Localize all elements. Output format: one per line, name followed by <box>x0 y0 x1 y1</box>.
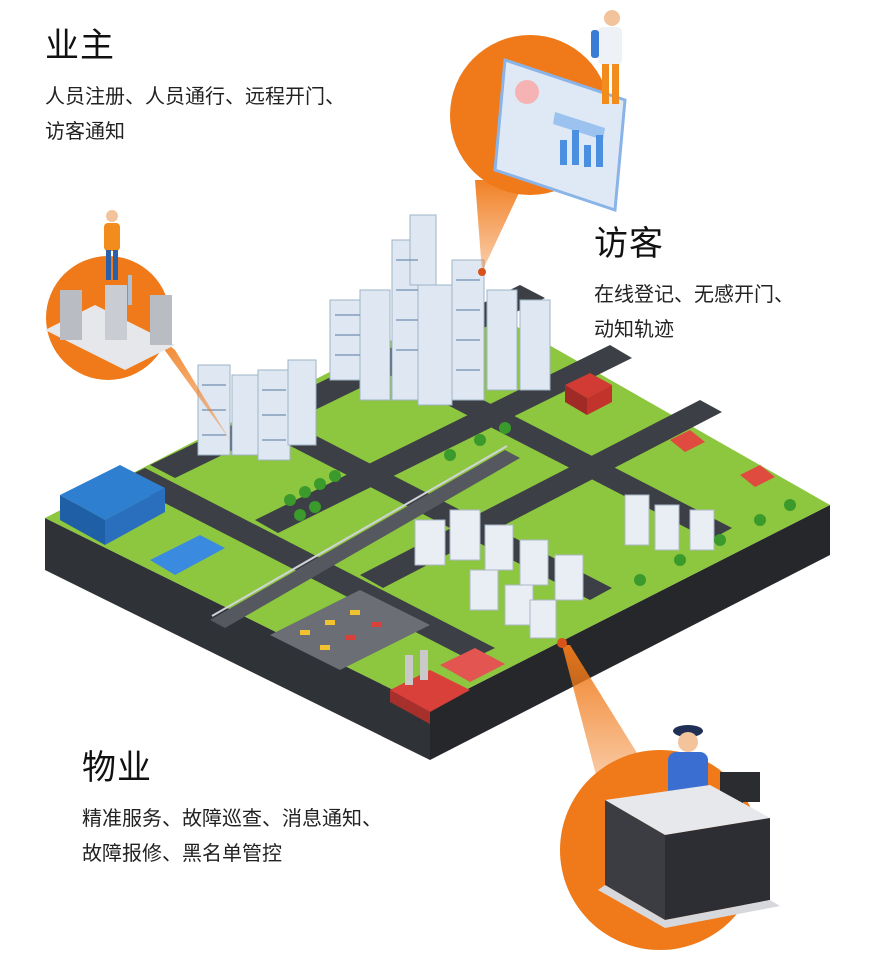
visitor-description-line-1: 在线登记、无感开门、 <box>594 282 794 307</box>
property-description-line-1: 精准服务、故障巡查、消息通知、 <box>82 806 382 831</box>
visitor-description-line-2: 动知轨迹 <box>594 317 674 342</box>
owner-description-line-1: 人员注册、人员通行、远程开门、 <box>45 84 345 109</box>
owner-section: 业主 人员注册、人员通行、远程开门、 访客通知 <box>45 26 465 149</box>
visitor-title: 访客 <box>594 224 664 264</box>
property-title: 物业 <box>82 748 152 788</box>
security-guard-desk-icon <box>598 725 780 928</box>
visitor-section: 访客 在线登记、无感开门、 动知轨迹 <box>594 224 864 347</box>
property-description: 精准服务、故障巡查、消息通知、 故障报修、黑名单管控 <box>82 801 502 871</box>
visitor-callout <box>450 10 627 276</box>
guard-callout <box>557 638 780 950</box>
visitor-screen-icon <box>493 10 627 213</box>
owner-title: 业主 <box>45 26 115 66</box>
owner-description: 人员注册、人员通行、远程开门、 访客通知 <box>45 79 465 149</box>
turnstile-gate-icon <box>45 210 175 370</box>
turnstile-callout <box>45 210 230 440</box>
visitor-description: 在线登记、无感开门、 动知轨迹 <box>594 277 864 347</box>
city-map-illustration <box>45 214 830 760</box>
property-description-line-2: 故障报修、黑名单管控 <box>82 841 282 866</box>
owner-description-line-2: 访客通知 <box>45 119 125 144</box>
property-section: 物业 精准服务、故障巡查、消息通知、 故障报修、黑名单管控 <box>82 748 502 871</box>
